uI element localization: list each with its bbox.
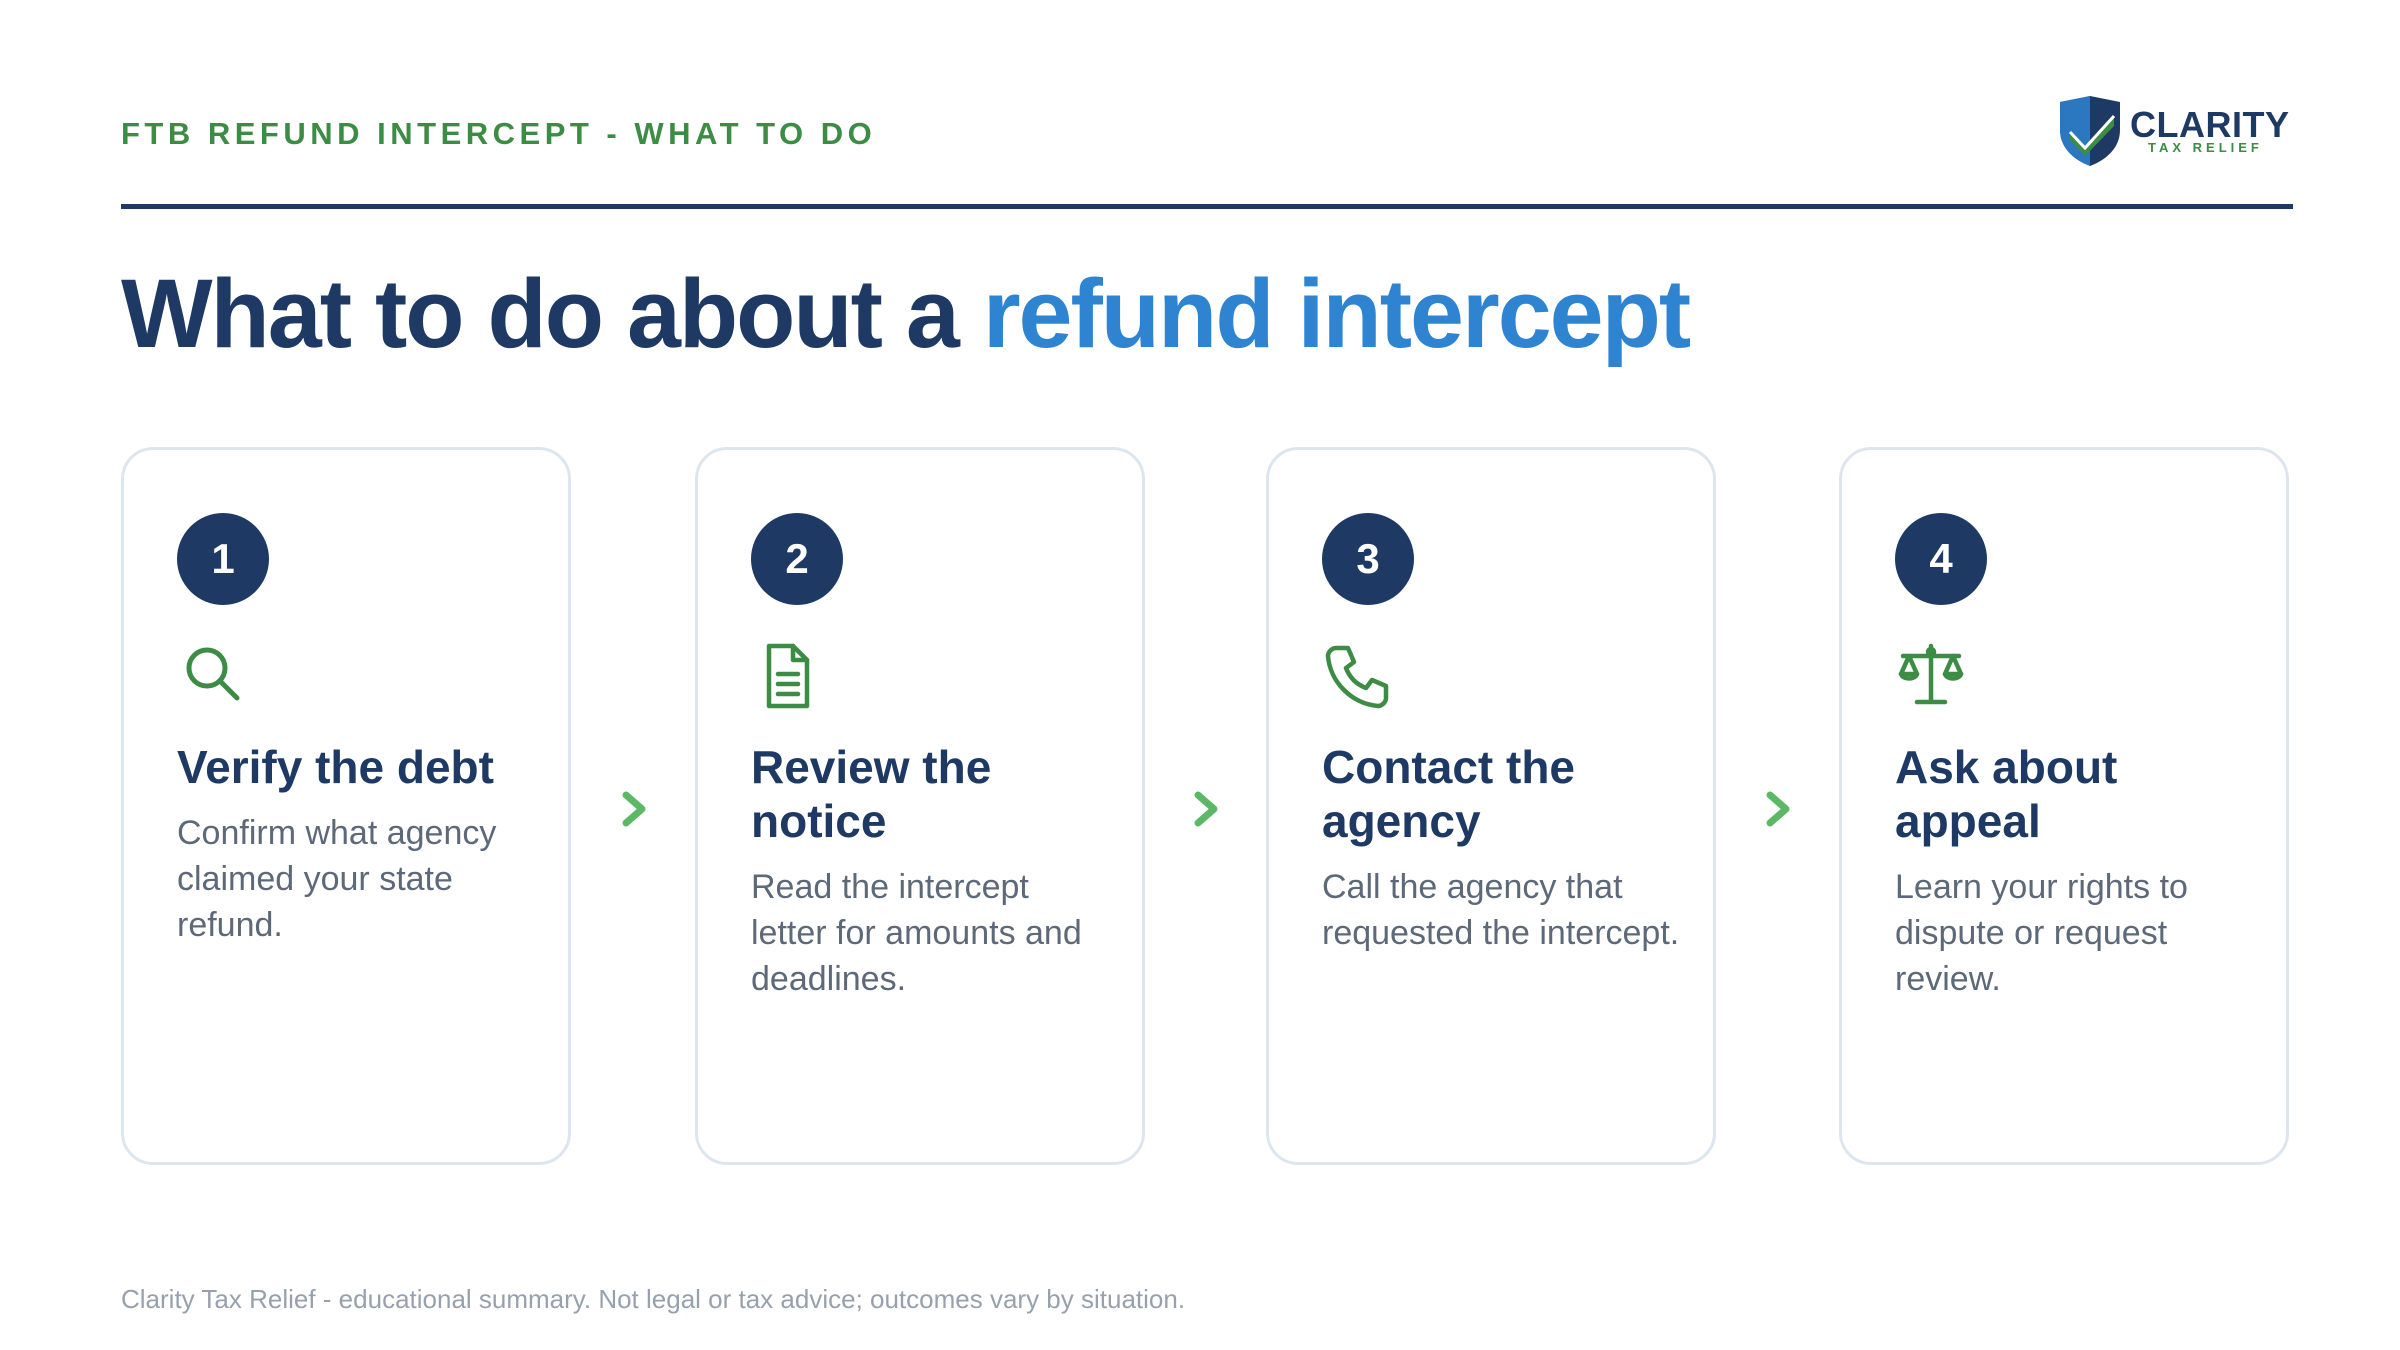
chevron-right-icon <box>1192 789 1222 829</box>
step-card-1: 1 Verify the debt Confirm what agency cl… <box>121 447 571 1165</box>
search-icon <box>177 640 249 712</box>
page-title-lead: What to do about a <box>121 259 983 368</box>
step-title: Verify the debt <box>177 741 494 793</box>
step-description: Read the intercept letter for amounts an… <box>751 868 1082 998</box>
phone-icon <box>1322 640 1394 712</box>
step-number-badge: 1 <box>177 513 269 605</box>
step-card-4: 4 Ask about appeal Learn your rights to … <box>1839 447 2289 1165</box>
step-card-2: 2 Review the notice Read the intercept l… <box>695 447 1145 1165</box>
shield-check-icon <box>2060 96 2120 166</box>
header-divider <box>121 204 2293 209</box>
step-description: Learn your rights to dispute or request … <box>1895 868 2188 998</box>
clarity-logo: CLARITY TAX RELIEF <box>2052 96 2294 168</box>
step-title: Ask about appeal <box>1895 741 2118 847</box>
step-title: Review the notice <box>751 741 992 847</box>
scales-icon <box>1895 640 1967 712</box>
footer-disclaimer: Clarity Tax Relief - educational summary… <box>121 1284 1186 1314</box>
logo-wordmark: CLARITY <box>2130 104 2290 145</box>
chevron-right-icon <box>1764 789 1794 829</box>
step-number-badge: 2 <box>751 513 843 605</box>
page-title: What to do about a refund intercept <box>121 258 1691 370</box>
eyebrow-title: FTB REFUND INTERCEPT - WHAT TO DO <box>121 116 877 151</box>
chevron-right-icon <box>620 789 650 829</box>
step-description: Confirm what agency claimed your state r… <box>177 814 497 944</box>
page-title-accent: refund intercept <box>982 259 1691 368</box>
step-card-3: 3 Contact the agency Call the agency tha… <box>1266 447 1716 1165</box>
document-icon <box>751 640 823 712</box>
step-description: Call the agency that requested the inter… <box>1322 868 1680 952</box>
step-number-badge: 4 <box>1895 513 1987 605</box>
logo-tagline: TAX RELIEF <box>2148 140 2263 155</box>
step-number-badge: 3 <box>1322 513 1414 605</box>
step-title: Contact the agency <box>1322 741 1575 847</box>
